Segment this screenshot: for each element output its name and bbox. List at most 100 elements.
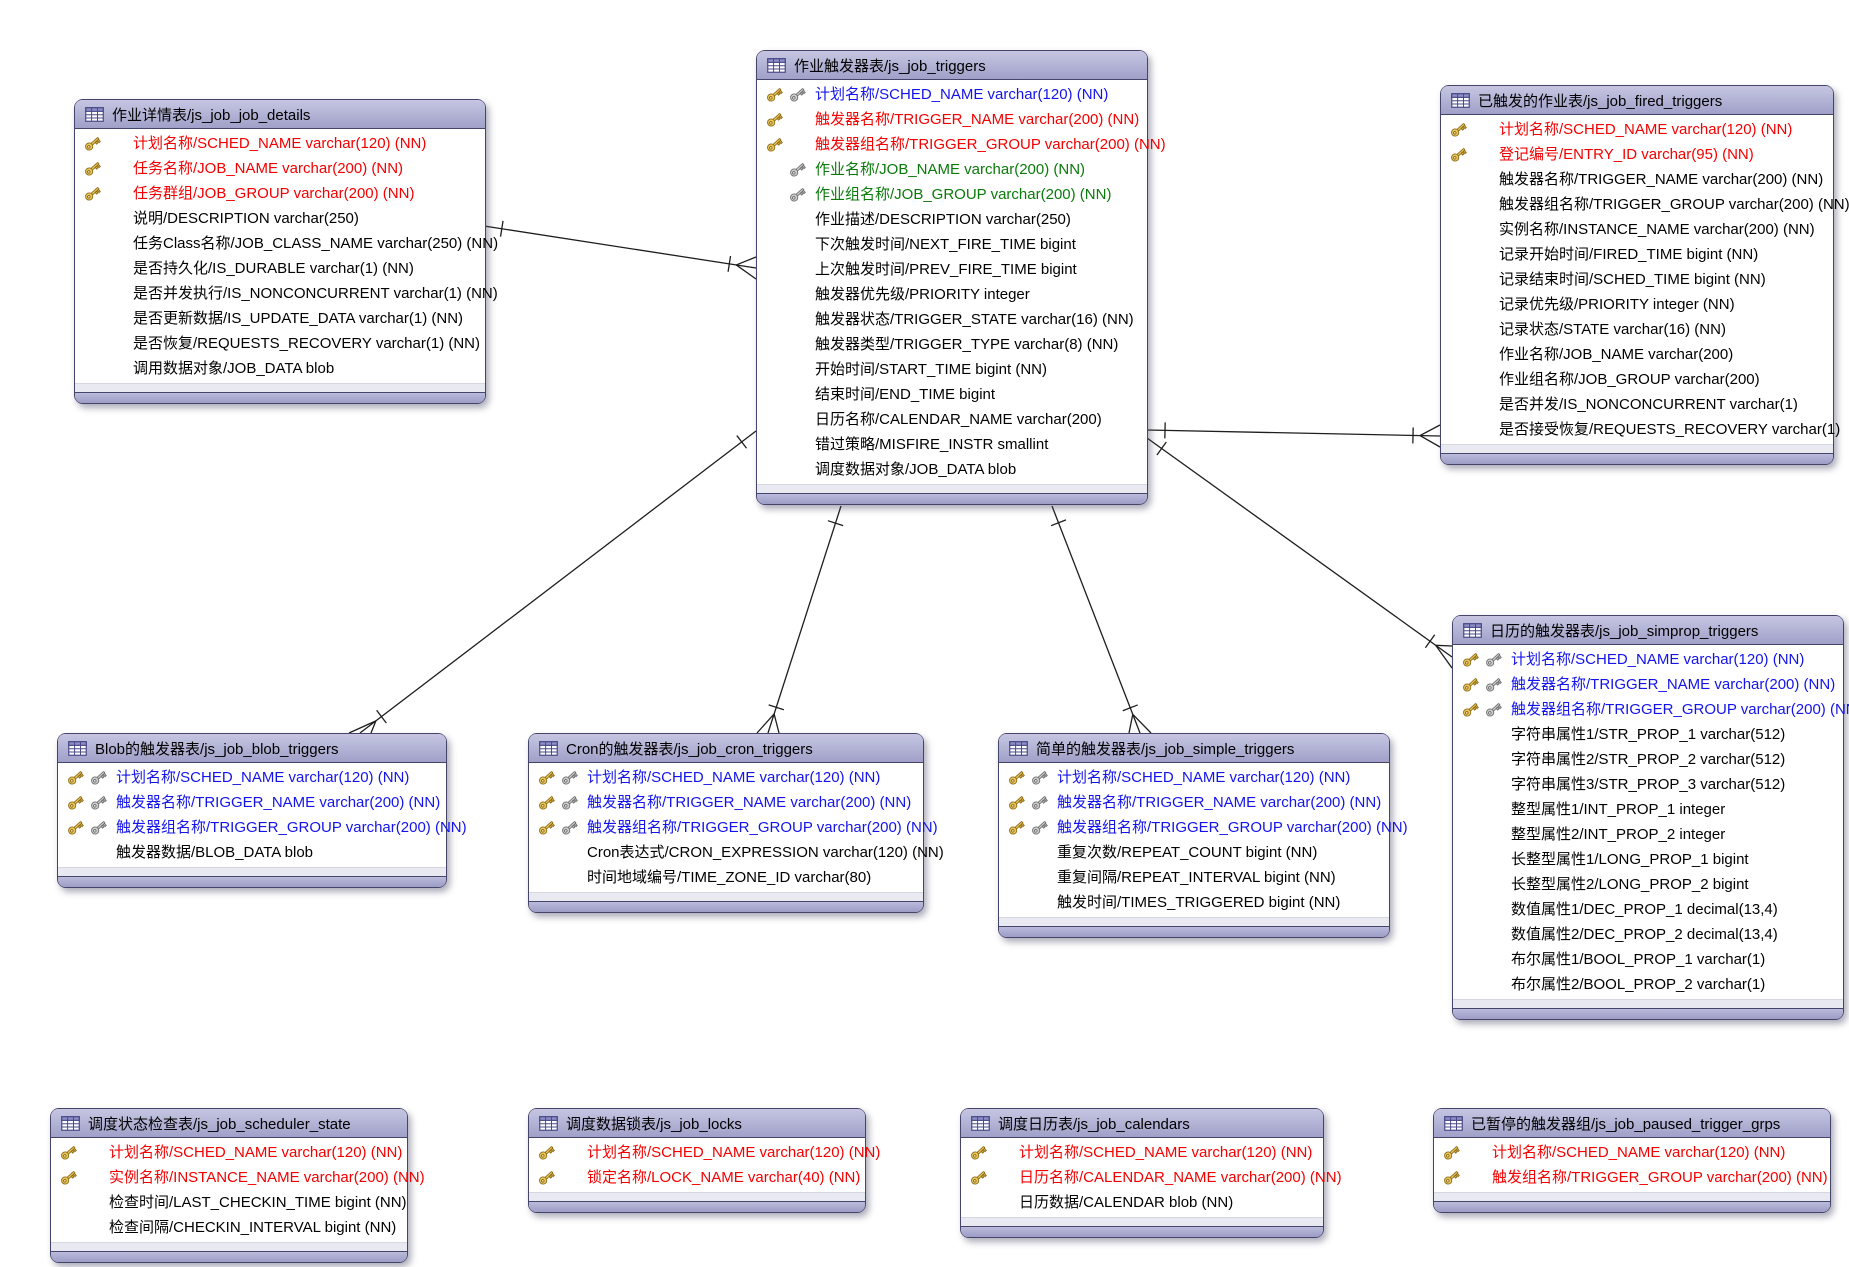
table-columns: 计划名称/SCHED_NAME varchar(120) (NN) 触发器名称/T…	[58, 763, 467, 867]
table-icon	[971, 1115, 990, 1131]
column-definition: 触发时间/TIMES_TRIGGERED bigint (NN)	[1057, 894, 1341, 911]
column-definition: 计划名称/SCHED_NAME varchar(120) (NN)	[116, 769, 410, 786]
foreign-key-icon	[788, 85, 807, 112]
column-definition: 任务Class名称/JOB_CLASS_NAME varchar(250) (N…	[133, 235, 499, 252]
column-definition: 布尔属性2/BOOL_PROP_2 varchar(1)	[1511, 976, 1766, 993]
column-row: 整型属性2/INT_PROP_2 integer	[1453, 822, 1843, 847]
column-row: 是否并发/IS_NONCONCURRENT varchar(1)	[1441, 392, 1833, 417]
table-icon	[767, 57, 786, 73]
column-row: 实例名称/INSTANCE_NAME varchar(200) (NN)	[1441, 217, 1833, 242]
table-columns: 计划名称/SCHED_NAME varchar(120) (NN)任务名称/JO…	[75, 129, 498, 383]
column-definition: 调度数据对象/JOB_DATA blob	[815, 461, 1017, 478]
table-header[interactable]: Cron的触发器表/js_job_cron_triggers	[529, 734, 923, 763]
column-row: 触发器组名称/TRIGGER_GROUP varchar(200) (NN)	[1441, 192, 1849, 217]
table-js_job_fired_triggers[interactable]: 已触发的作业表/js_job_fired_triggers 计划名称/SCHED_…	[1440, 85, 1849, 465]
table-js_job_cron_triggers[interactable]: Cron的触发器表/js_job_cron_triggers 计划名称/SCHED…	[528, 733, 944, 913]
column-row: Cron表达式/CRON_EXPRESSION varchar(120) (NN…	[529, 840, 944, 865]
table-header[interactable]: 简单的触发器表/js_job_simple_triggers	[999, 734, 1389, 763]
column-row: 触发器组名称/TRIGGER_GROUP varchar(200) (NN)	[999, 815, 1408, 840]
column-row: 日历数据/CALENDAR blob (NN)	[961, 1190, 1323, 1215]
relation-connector-js_job_job_details--js_job_triggers[interactable]	[483, 220, 757, 280]
primary-key-icon	[1007, 768, 1026, 795]
column-definition: 开始时间/START_TIME bigint (NN)	[815, 361, 1047, 378]
relation-connector-js_job_triggers--js_job_cron_triggers[interactable]	[756, 505, 844, 734]
relation-connector-js_job_triggers--js_job_simple_triggers[interactable]	[1050, 505, 1152, 734]
column-definition: 触发器名称/TRIGGER_NAME varchar(200) (NN)	[587, 794, 912, 811]
column-row: 调用数据对象/JOB_DATA blob	[75, 356, 485, 381]
table-header[interactable]: Blob的触发器表/js_job_blob_triggers	[58, 734, 446, 763]
table-header[interactable]: 已触发的作业表/js_job_fired_triggers	[1441, 86, 1833, 115]
column-definition: 错过策略/MISFIRE_INSTR smallint	[815, 436, 1049, 453]
column-definition: 日历名称/CALENDAR_NAME varchar(200) (NN)	[1019, 1169, 1342, 1186]
foreign-key-icon	[1030, 818, 1049, 845]
column-definition: 字符串属性3/STR_PROP_3 varchar(512)	[1511, 776, 1786, 793]
table-footer-bar	[1434, 1201, 1830, 1212]
column-row: 触发器组名称/TRIGGER_GROUP varchar(200) (NN)	[529, 815, 938, 840]
column-row: 下次触发时间/NEXT_FIRE_TIME bigint	[757, 232, 1147, 257]
table-title: Cron的触发器表/js_job_cron_triggers	[566, 740, 813, 758]
column-definition: 作业组名称/JOB_GROUP varchar(200)	[1499, 371, 1760, 388]
table-title: 调度日历表/js_job_calendars	[998, 1115, 1190, 1133]
table-header[interactable]: 作业触发器表/js_job_triggers	[757, 51, 1147, 80]
column-definition: 调用数据对象/JOB_DATA blob	[133, 360, 335, 377]
column-definition: 触发组名称/TRIGGER_GROUP varchar(200) (NN)	[1492, 1169, 1828, 1186]
table-columns: 计划名称/SCHED_NAME varchar(120) (NN) 触发器名称/T…	[529, 763, 944, 892]
column-definition: 整型属性1/INT_PROP_1 integer	[1511, 801, 1726, 818]
primary-key-icon	[83, 184, 102, 211]
column-definition: 任务名称/JOB_NAME varchar(200) (NN)	[133, 160, 404, 177]
column-definition: 字符串属性2/STR_PROP_2 varchar(512)	[1511, 751, 1786, 768]
foreign-key-icon	[1484, 650, 1503, 677]
primary-key-icon	[537, 818, 556, 845]
column-row: 触发器名称/TRIGGER_NAME varchar(200) (NN)	[58, 790, 446, 815]
column-row: 开始时间/START_TIME bigint (NN)	[757, 357, 1147, 382]
table-columns: 计划名称/SCHED_NAME varchar(120) (NN)登记编号/EN…	[1441, 115, 1849, 444]
primary-key-icon	[1461, 675, 1480, 702]
table-footer	[529, 1192, 865, 1201]
column-row: 任务群组/JOB_GROUP varchar(200) (NN)	[75, 181, 485, 206]
relation-connector-js_job_triggers--js_job_fired_triggers[interactable]	[1146, 422, 1441, 448]
column-row: 长整型属性1/LONG_PROP_1 bigint	[1453, 847, 1843, 872]
primary-key-icon	[83, 159, 102, 186]
column-definition: 计划名称/SCHED_NAME varchar(120) (NN)	[587, 769, 881, 786]
column-row: 计划名称/SCHED_NAME varchar(120) (NN)	[757, 82, 1147, 107]
column-definition: 数值属性1/DEC_PROP_1 decimal(13,4)	[1511, 901, 1778, 918]
table-title: 简单的触发器表/js_job_simple_triggers	[1036, 740, 1295, 758]
column-definition: 触发器名称/TRIGGER_NAME varchar(200) (NN)	[815, 111, 1140, 128]
column-definition: 说明/DESCRIPTION varchar(250)	[133, 210, 359, 227]
column-row: 重复次数/REPEAT_COUNT bigint (NN)	[999, 840, 1389, 865]
table-header[interactable]: 调度日历表/js_job_calendars	[961, 1109, 1323, 1138]
table-footer-bar	[999, 926, 1389, 937]
relation-connector-js_job_triggers--js_job_blob_triggers[interactable]	[348, 430, 757, 734]
foreign-key-icon	[89, 793, 108, 820]
column-row: 上次触发时间/PREV_FIRE_TIME bigint	[757, 257, 1147, 282]
column-definition: 触发器组名称/TRIGGER_GROUP varchar(200) (NN)	[1511, 701, 1849, 718]
table-columns: 计划名称/SCHED_NAME varchar(120) (NN)锁定名称/LO…	[529, 1138, 880, 1192]
column-row: 调度数据对象/JOB_DATA blob	[757, 457, 1147, 482]
column-definition: 日历名称/CALENDAR_NAME varchar(200)	[815, 411, 1102, 428]
column-definition: 检查间隔/CHECKIN_INTERVAL bigint (NN)	[109, 1219, 397, 1236]
table-header[interactable]: 调度状态检查表/js_job_scheduler_state	[51, 1109, 407, 1138]
primary-key-icon	[1442, 1143, 1461, 1170]
relation-connector-js_job_triggers--js_job_simprop_triggers[interactable]	[1146, 437, 1453, 669]
table-footer-bar	[58, 876, 446, 887]
table-header[interactable]: 调度数据锁表/js_job_locks	[529, 1109, 865, 1138]
table-header[interactable]: 作业详情表/js_job_job_details	[75, 100, 485, 129]
table-header[interactable]: 日历的触发器表/js_job_simprop_triggers	[1453, 616, 1843, 645]
table-title: 已触发的作业表/js_job_fired_triggers	[1478, 92, 1723, 110]
column-definition: 记录优先级/PRIORITY integer (NN)	[1499, 296, 1735, 313]
table-icon	[539, 1115, 558, 1131]
column-definition: 布尔属性1/BOOL_PROP_1 varchar(1)	[1511, 951, 1766, 968]
table-icon	[68, 740, 87, 756]
column-definition: 触发器组名称/TRIGGER_GROUP varchar(200) (NN)	[1499, 196, 1849, 213]
table-columns: 计划名称/SCHED_NAME varchar(120) (NN)触发组名称/T…	[1434, 1138, 1830, 1192]
table-header[interactable]: 已暂停的触发器组/js_job_paused_trigger_grps	[1434, 1109, 1830, 1138]
